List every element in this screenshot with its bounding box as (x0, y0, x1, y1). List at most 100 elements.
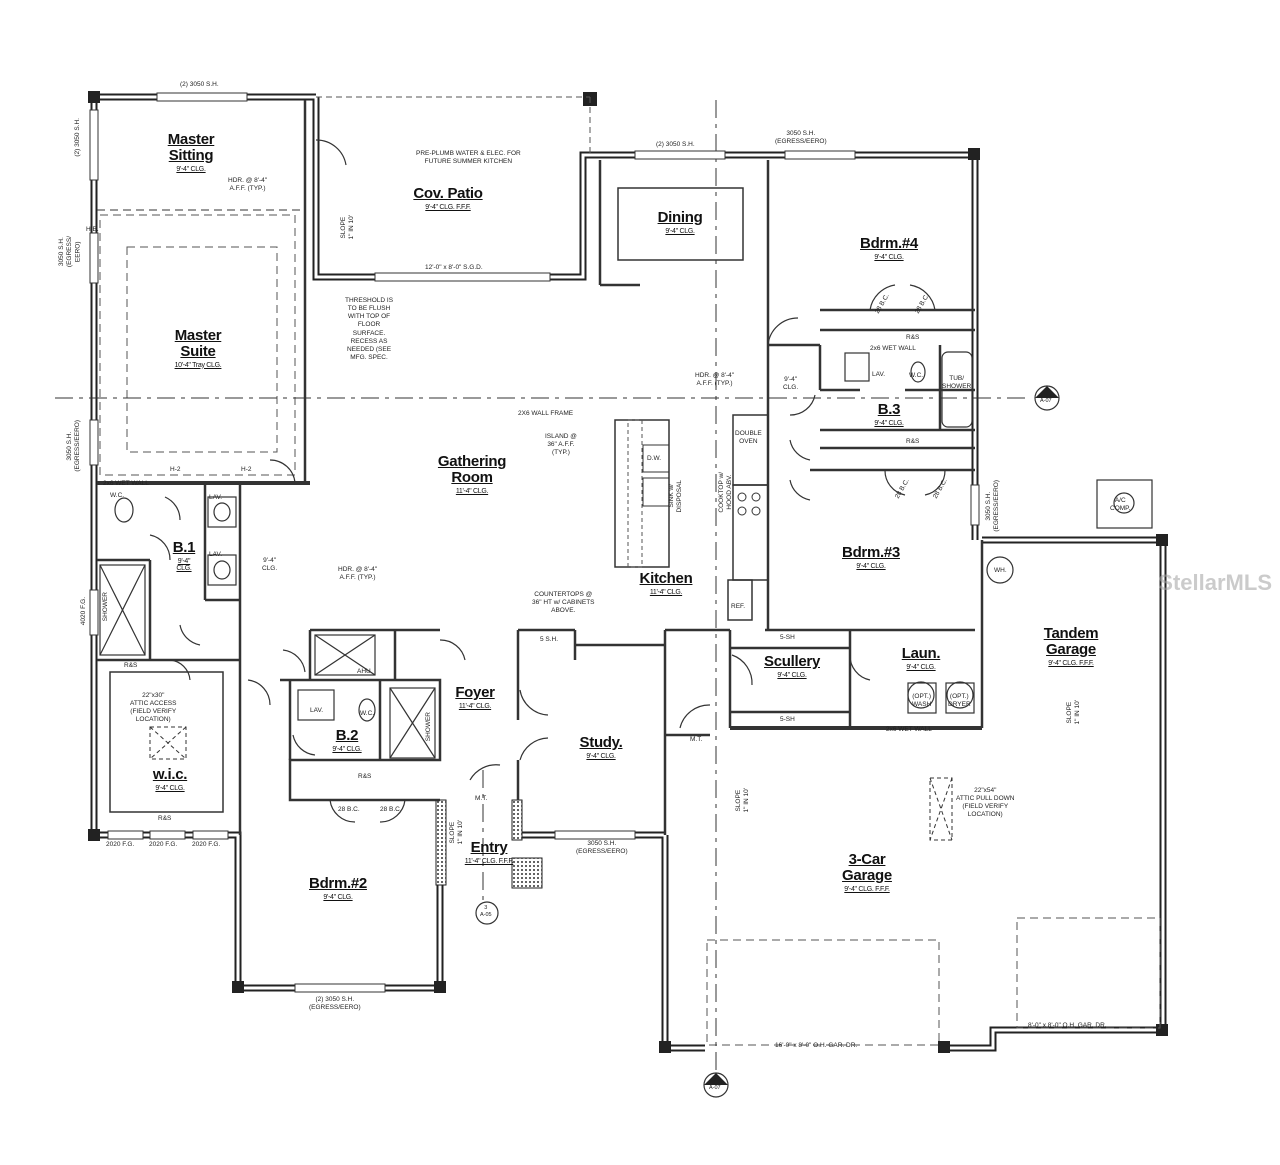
header-note: HDR. @ 8'-4" A.F.F. (TYP.) (695, 372, 735, 388)
island-note: ISLAND @ 36" A.F.F. (TYP.) (545, 433, 577, 457)
door-swings (149, 139, 946, 823)
room-b3: B.3 9'-4" CLG. (874, 402, 904, 427)
pre-plumb-note: PRE-PLUMB WATER & ELEC. FOR FUTURE SUMME… (416, 150, 521, 166)
room-label: Entry (470, 839, 508, 856)
header-tag: H-2 (170, 466, 181, 473)
ceiling-note: 9'-4" CLG. F.F.F. (1048, 659, 1094, 667)
room-label: Master (167, 131, 215, 148)
shelf-note: 5 S.H. (540, 636, 559, 643)
watermark: StellarMLS (1158, 570, 1272, 595)
closet-note: 28 B.C. (380, 806, 402, 813)
room-label: Gathering (437, 453, 507, 470)
ceiling-note: 9'-4" CLG. (176, 557, 192, 573)
room-laun: Laun. 9'-4" CLG. (902, 646, 941, 671)
room-label: Bdrm.#2 (309, 875, 367, 892)
refrigerator-label: REF. (731, 603, 746, 610)
garage-door-note: 16'-0" x 8'-0" O.H. GAR. DR. (775, 1042, 858, 1049)
fixtures (99, 351, 1153, 759)
room-3car-garage: 3-Car Garage 9'-4" CLG. F.F.F. (842, 852, 892, 893)
section-marker: 3 A-05 (480, 905, 492, 918)
room-label: B.2 (335, 727, 359, 744)
interior-walls (97, 100, 984, 835)
room-label: B.1 (172, 539, 196, 556)
section-marker: 1 A-07 (1040, 391, 1052, 404)
room-label: Bdrm.#4 (860, 235, 918, 252)
room-label: Garage (1046, 640, 1096, 658)
dryer-label: (OPT.) DRYER (948, 693, 971, 709)
dishwasher-label: D.W. (647, 455, 662, 462)
window-note: 3050 S.H. (EGRESS/ EERO) (58, 236, 82, 268)
patio-posts (88, 91, 1168, 1053)
room-bdrm4: Bdrm.#4 9'-4" CLG. (860, 236, 918, 261)
room-label: Tandem (1043, 625, 1099, 642)
rs-note: R&S (158, 815, 172, 822)
ceiling-note: 9'-4" CLG. (155, 784, 185, 792)
lav-label: LAV. (209, 494, 223, 501)
wet-wall-note: 2x6 WET WALL (103, 480, 149, 487)
wet-wall-note: 2x6 WET WALL (886, 726, 932, 733)
ceiling-note: 9'-4" CLG. (176, 165, 206, 173)
header-note: HDR. @ 8'-4" A.F.F. (TYP.) (338, 566, 378, 582)
slope-note: SLOPE 1" IN 10' (449, 820, 465, 845)
wc-label: W.C. (909, 372, 924, 379)
room-tandem-garage: Tandem Garage 9'-4" CLG. F.F.F. (1044, 626, 1099, 667)
window-note: 3050 S.H. (EGRESS/EERO) (66, 420, 82, 472)
window-note: 2020 F.G. (106, 841, 135, 848)
slope-note: SLOPE 1" IN 10' (735, 788, 751, 813)
window-note: (2) 3050 S.H. (180, 81, 219, 88)
lav-label: LAV. (872, 371, 886, 378)
ceiling-note: 9'-4" CLG. (906, 663, 936, 671)
room-label: Suite (180, 342, 216, 360)
shelf-note: 5-SH (780, 716, 795, 723)
room-bdrm2: Bdrm.#2 9'-4" CLG. (309, 876, 367, 901)
header-tag: H-2 (241, 466, 252, 473)
window-note: 3050 S.H. (EGRESS/EERO) (985, 480, 1001, 532)
rs-note: R&S (358, 773, 372, 780)
ceiling-note: 9'-4" CLG. F.F.F. (425, 203, 471, 211)
header-note: HDR. @ 8'-4" A.F.F. (TYP.) (228, 177, 268, 193)
rs-note: R&S (906, 334, 920, 341)
ceiling-note: 9'-4" CLG. (856, 562, 886, 570)
room-label: Master (174, 327, 222, 344)
room-label: Garage (842, 866, 892, 884)
room-label: Sitting (168, 146, 214, 164)
double-oven-label: DOUBLE OVEN (735, 430, 762, 446)
wall-frame-note: 2X6 WALL FRAME (518, 410, 574, 417)
ceiling-note: 9'-4" CLG. (323, 893, 353, 901)
section-marker: 2 A-07 (709, 1078, 721, 1091)
meter-label: M.T. (475, 795, 488, 802)
slope-note: SLOPE 1" IN 10' (340, 215, 356, 240)
window-note: (2) 3050 S.H. (656, 141, 695, 148)
ceiling-note: 11'-4" CLG. (455, 487, 489, 495)
room-wic: w.i.c. 9'-4" CLG. (153, 767, 188, 792)
wc-label: W.C. (110, 492, 125, 499)
washer-label: (OPT.) WASH (912, 693, 932, 709)
room-b2: B.2 9'-4" CLG. (332, 727, 362, 753)
ceiling-note: 9'-4" CLG. (783, 376, 799, 392)
ceiling-note: 9'-4" CLG. (874, 253, 904, 261)
window-note: 3050 S.H. (EGRESS/EERO) (576, 840, 628, 856)
room-label: Scullery (764, 653, 820, 670)
ceiling-note: 9'-4" CLG. (874, 419, 904, 427)
ceiling-note: 9'-4" CLG. (665, 227, 695, 235)
ceiling-note: 10'-4" Tray CLG. (174, 361, 222, 369)
room-label: Kitchen (639, 570, 693, 587)
room-label: Cov. Patio (413, 185, 483, 202)
room-label: Laun. (901, 645, 941, 662)
ceiling-note: 9'-4" CLG. (262, 557, 278, 573)
room-gathering: Gathering Room 11'-4" CLG. (438, 454, 506, 495)
ceiling-note: 9'-4" CLG. F.F.F. (844, 885, 890, 893)
room-label: 3-Car (848, 851, 886, 868)
room-label: Dining (657, 209, 703, 226)
room-study: Study. 9'-4" CLG. (580, 735, 623, 760)
lav-label: LAV. (209, 551, 223, 558)
window-note: 3050 S.H. (EGRESS/EERO) (775, 130, 827, 146)
window-note: 4020 F.G. (80, 597, 87, 626)
ac-label: A/C COMP. (1110, 497, 1131, 513)
ceiling-note: 9'-4" CLG. (586, 752, 616, 760)
ahu-label: AHU (357, 668, 371, 675)
ceiling-note: 11'-4" CLG. (458, 702, 492, 710)
room-master-suite: Master Suite 10'-4" Tray CLG. (175, 328, 222, 369)
garage-door-note: 8'-0" x 8'-0" O.H. GAR. DR. (1028, 1022, 1107, 1029)
slope-note: SLOPE 1" IN 10' (1066, 700, 1082, 725)
